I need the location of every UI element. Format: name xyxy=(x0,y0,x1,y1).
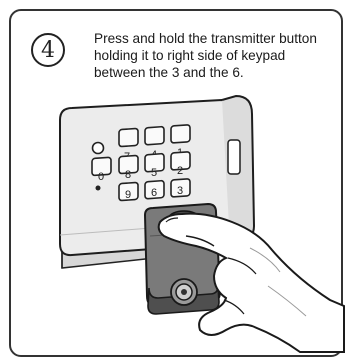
svg-text:3: 3 xyxy=(177,185,183,197)
key-ring-icon xyxy=(171,279,197,305)
indicator-dot xyxy=(96,186,101,191)
key-3: 3 xyxy=(171,179,190,197)
svg-text:8: 8 xyxy=(125,169,131,181)
svg-text:6: 6 xyxy=(151,187,157,199)
svg-text:9: 9 xyxy=(125,189,131,201)
key-6: 6 xyxy=(145,181,164,199)
svg-text:2: 2 xyxy=(177,165,183,177)
key-9: 9 xyxy=(119,182,138,201)
svg-text:0: 0 xyxy=(98,171,104,183)
svg-text:5: 5 xyxy=(151,167,157,179)
indicator-light xyxy=(93,143,104,154)
